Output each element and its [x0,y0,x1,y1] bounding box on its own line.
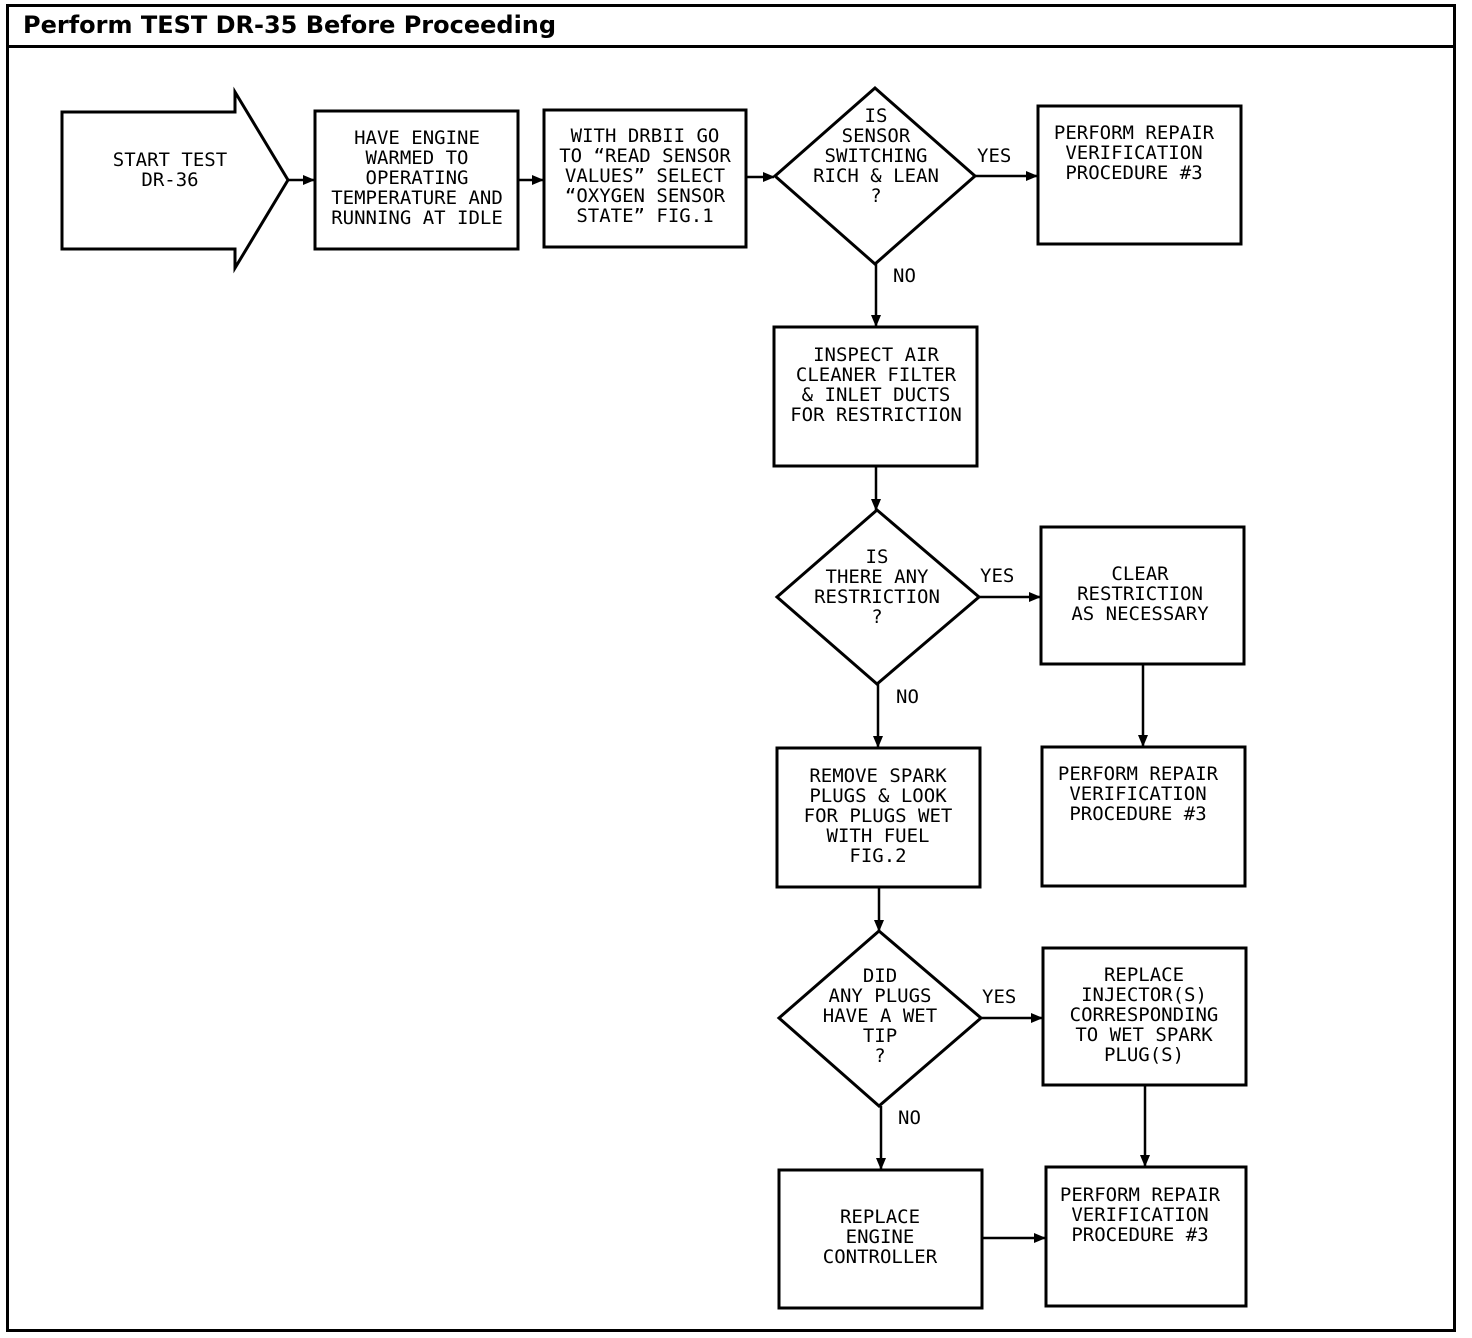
start-line-2: DR-36 [141,169,198,191]
d3-line-3: HAVE A WET [823,1005,937,1027]
d2-line-2: THERE ANY [826,566,930,588]
label-yes-2: YES [980,565,1014,587]
spark-line-4: WITH FUEL [827,825,930,847]
drbii-box [542,108,748,249]
injector-box [1041,946,1248,1087]
clear-line-2: RESTRICTION [1077,583,1203,605]
controller-line-2: ENGINE [846,1226,915,1248]
d3-line-5: ? [874,1045,885,1067]
label-no-2: NO [896,686,919,708]
warm-line-3: OPERATING [366,167,469,189]
start-arrow-shape [60,86,290,274]
diagram-frame: Perform TEST DR-35 Before Proceeding [6,4,1456,1332]
clear-box [1039,525,1246,666]
start-line-1: START TEST [113,149,227,171]
shapes [60,86,1248,1310]
spark-line-2: PLUGS & LOOK [809,785,947,807]
d2-line-3: RESTRICTION [814,586,940,608]
drbii-line-4: “OXYGEN SENSOR [565,185,726,207]
d3-line-1: DID [863,965,897,987]
inspect-line-3: & INLET DUCTS [802,384,951,406]
controller-line-3: CONTROLLER [823,1246,938,1268]
connectors [288,171,1150,1243]
decision-restriction [774,508,982,686]
injector-line-3: CORRESPONDING [1070,1004,1219,1026]
drbii-line-2: TO “READ SENSOR [559,145,731,167]
repair2-box [1040,745,1247,888]
repair2-line-2: VERIFICATION [1069,783,1206,805]
clear-line-3: AS NECESSARY [1071,603,1209,625]
drbii-line-1: WITH DRBII GO [571,125,720,147]
branch-labels: YES NO YES NO YES NO [893,145,1016,1129]
inspect-box [772,325,979,468]
label-yes-3: YES [982,986,1016,1008]
repair3-line-3: PROCEDURE #3 [1071,1224,1208,1246]
warm-box [313,109,520,251]
label-no-1: NO [893,265,916,287]
injector-line-4: TO WET SPARK [1075,1024,1213,1046]
warm-line-2: WARMED TO [366,147,469,169]
repair1-line-3: PROCEDURE #3 [1065,162,1202,184]
d2-line-4: ? [871,606,882,628]
title-bar: Perform TEST DR-35 Before Proceeding [9,7,1453,48]
d1-line-3: SWITCHING [825,145,928,167]
controller-box [777,1168,984,1310]
warm-line-5: RUNNING AT IDLE [331,207,503,229]
warm-line-4: TEMPERATURE AND [331,187,503,209]
d3-line-2: ANY PLUGS [829,985,932,1007]
d1-line-5: ? [870,185,881,207]
d2-line-1: IS [866,546,889,568]
inspect-line-1: INSPECT AIR [813,344,939,366]
spark-box [775,746,982,889]
repair3-box [1044,1165,1248,1308]
d3-line-4: TIP [863,1025,897,1047]
inspect-line-4: FOR RESTRICTION [790,404,962,426]
drbii-line-3: VALUES” SELECT [565,165,725,187]
d1-line-2: SENSOR [842,125,911,147]
repair1-line-1: PERFORM REPAIR [1054,122,1215,144]
spark-line-5: FIG.2 [849,845,906,867]
decision-wet-tip [776,929,984,1108]
inspect-line-2: CLEANER FILTER [796,364,957,386]
repair3-line-1: PERFORM REPAIR [1060,1184,1221,1206]
controller-line-1: REPLACE [840,1206,920,1228]
repair2-line-1: PERFORM REPAIR [1058,763,1219,785]
drbii-line-5: STATE” FIG.1 [576,205,713,227]
page-title: Perform TEST DR-35 Before Proceeding [23,11,557,39]
label-yes-1: YES [977,145,1011,167]
spark-line-3: FOR PLUGS WET [804,805,953,827]
warm-line-1: HAVE ENGINE [354,127,480,149]
repair3-line-2: VERIFICATION [1071,1204,1208,1226]
decision-sensor-switching [772,86,978,266]
clear-line-1: CLEAR [1111,563,1169,585]
d1-line-1: IS [865,105,888,127]
d1-line-4: RICH & LEAN [813,165,939,187]
injector-line-5: PLUG(S) [1104,1044,1184,1066]
injector-line-2: INJECTOR(S) [1081,984,1207,1006]
repair1-box [1036,104,1243,246]
injector-line-1: REPLACE [1104,964,1184,986]
spark-line-1: REMOVE SPARK [809,765,947,787]
repair1-line-2: VERIFICATION [1065,142,1202,164]
repair2-line-3: PROCEDURE #3 [1069,803,1206,825]
label-no-3: NO [898,1107,921,1129]
